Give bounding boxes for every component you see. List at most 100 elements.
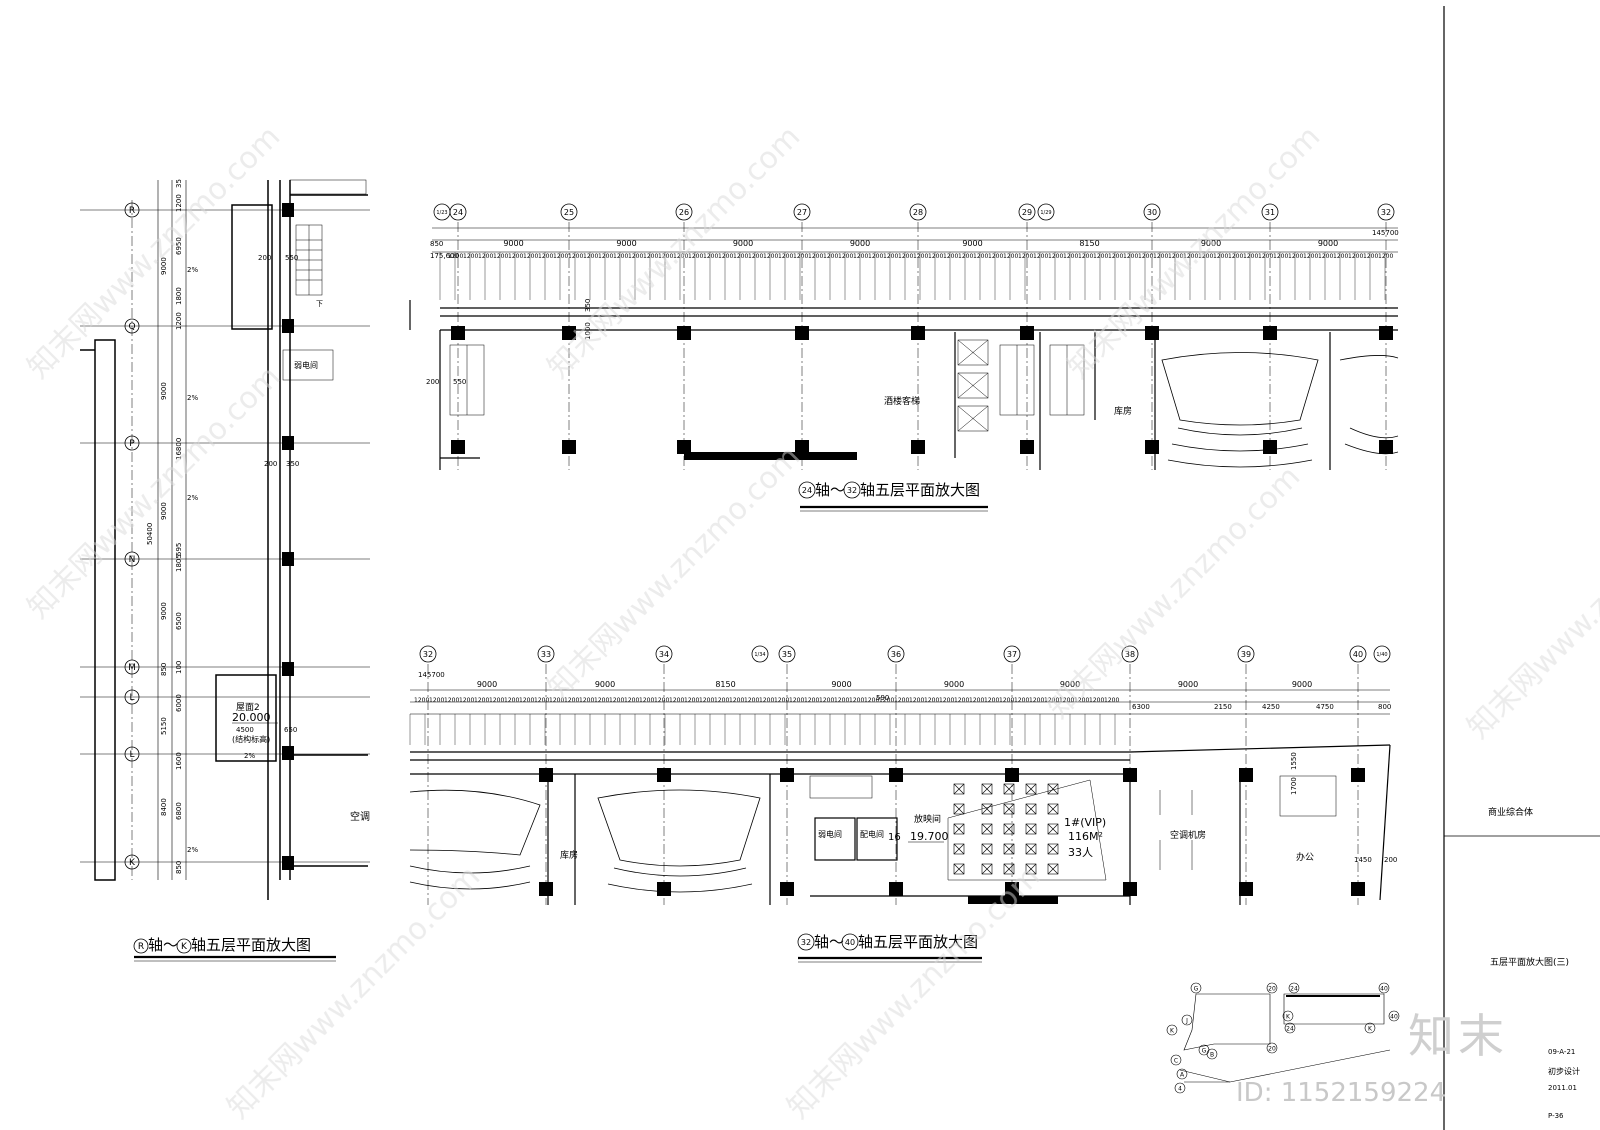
dim-text: 1200 — [883, 253, 898, 260]
axis-label: 32 — [423, 650, 433, 659]
sub-axis-label: 1/34 — [754, 652, 765, 658]
axis-bubble — [1121, 645, 1139, 663]
dim-text: 1200 — [1003, 253, 1018, 260]
svg-text:R: R — [138, 942, 144, 952]
axis-label-n: N — [129, 555, 136, 565]
vip-seat — [981, 843, 993, 855]
dim-text: 1200 — [1153, 253, 1168, 260]
dim-text: 1200 — [774, 697, 789, 704]
axis-bubble — [537, 645, 555, 663]
sub-axis-label: 1/40 — [1376, 652, 1387, 658]
axis-bubble — [1143, 203, 1161, 221]
key-plan-label: 20 — [1268, 986, 1276, 993]
dim-text: 1200 — [838, 253, 853, 260]
projection-room-label: 放映间 — [914, 813, 941, 825]
ac-label: 空调 — [350, 810, 370, 823]
vip-seat — [1025, 803, 1037, 815]
key-plan-bubble — [1206, 1048, 1218, 1060]
span-dim: 9000 — [962, 239, 982, 248]
svg-text:知末网www.znzmo.com: 知末网www.znzmo.com — [1041, 459, 1307, 725]
dim-text: 1200 — [823, 253, 838, 260]
dim-text: 1200 — [924, 697, 939, 704]
axis-label: 34 — [659, 650, 669, 659]
dim-text: 1200 — [654, 697, 669, 704]
column — [562, 326, 576, 340]
vip-seat — [1047, 783, 1059, 795]
axis-label: 24 — [453, 208, 463, 217]
dim-text: 1200 — [804, 697, 819, 704]
dim-text: 1200 — [778, 253, 793, 260]
power-room-label: 配电间 — [860, 829, 884, 839]
dim-text: 6300 — [1132, 703, 1150, 711]
span-dim: 9000 — [503, 239, 523, 248]
vip-seat — [981, 863, 993, 875]
vip-seat — [1047, 803, 1059, 815]
watermark-layer: 知末网www.znzmo.com 知末网www.znzmo.com 知末网www… — [21, 119, 1600, 1125]
vip-seat — [1047, 863, 1059, 875]
dim-text: 1200 — [703, 253, 718, 260]
axis-bubble — [419, 645, 437, 663]
dim-text: 1200 — [879, 697, 894, 704]
dim-text: 1200 — [613, 253, 628, 260]
axis-bubble — [778, 645, 796, 663]
dim-text: 1200 — [1033, 253, 1048, 260]
dim-text: 1200 — [459, 697, 474, 704]
dim-text: 1200 — [1303, 253, 1318, 260]
axis-label: 28 — [913, 208, 923, 217]
dim-text: 1200 — [894, 697, 909, 704]
dim-text: 1200 — [1074, 697, 1089, 704]
dim-text: 1200 — [913, 253, 928, 260]
svg-text:轴五层平面放大图: 轴五层平面放大图 — [860, 481, 980, 499]
key-plan-label: K — [1286, 1014, 1291, 1021]
key-plan-bubble — [1174, 1082, 1186, 1094]
dim-text: 1200 — [1048, 253, 1063, 260]
axis-bubble — [560, 203, 578, 221]
column — [1020, 440, 1034, 454]
dim-text: 1200 — [414, 697, 429, 704]
span-dim: 9000 — [616, 239, 636, 248]
svg-text:32: 32 — [801, 938, 811, 947]
dim-text: 1200 — [489, 697, 504, 704]
dim-text: 下 — [316, 300, 323, 308]
span-dim: 9000 — [733, 239, 753, 248]
dim-text: 1200 — [673, 253, 688, 260]
vip-seat — [1003, 843, 1015, 855]
axis-label: 30 — [1147, 208, 1157, 217]
svg-text:轴五层平面放大图: 轴五层平面放大图 — [858, 933, 978, 951]
axis-label-m: M — [128, 663, 136, 673]
vip-seat — [1025, 823, 1037, 835]
bottom-plan-title: 32 轴～ 40 轴五层平面放大图 — [797, 933, 982, 963]
vip-seat — [953, 803, 965, 815]
dim-text: 1200 — [1093, 253, 1108, 260]
column — [795, 440, 809, 454]
design-stage: 初步设计 — [1548, 1067, 1580, 1076]
vip-seat — [953, 823, 965, 835]
vip-seat — [1003, 863, 1015, 875]
slope-text: 2% — [187, 266, 198, 274]
dim-text: 850 — [160, 663, 168, 676]
axis-label: 37 — [1007, 650, 1017, 659]
axis-label-r: R — [129, 206, 135, 216]
key-plan-label: A — [1180, 1072, 1185, 1079]
dim-text: 1200 — [564, 697, 579, 704]
dim-text: 1700 — [1290, 777, 1298, 795]
svg-text:轴～: 轴～ — [148, 936, 178, 954]
axis-bubble — [655, 645, 673, 663]
svg-text:K: K — [181, 942, 188, 952]
dim-text: 1200 — [1333, 253, 1348, 260]
dim-text: 1200 — [175, 194, 183, 212]
dim-text: 550 — [453, 378, 466, 386]
vip-seat — [981, 823, 993, 835]
column — [677, 326, 691, 340]
dim-text: 1450 — [1354, 856, 1372, 864]
span-dim: 8150 — [1079, 239, 1099, 248]
dim-text: 1200 — [1363, 253, 1378, 260]
dim-text: 1200 — [1198, 253, 1213, 260]
axis-bubble — [1237, 645, 1255, 663]
column — [889, 882, 903, 896]
dim-text: 350 — [286, 460, 299, 468]
vip-seat — [953, 863, 965, 875]
vip-seat — [953, 783, 965, 795]
dim-text: 1200 — [643, 253, 658, 260]
